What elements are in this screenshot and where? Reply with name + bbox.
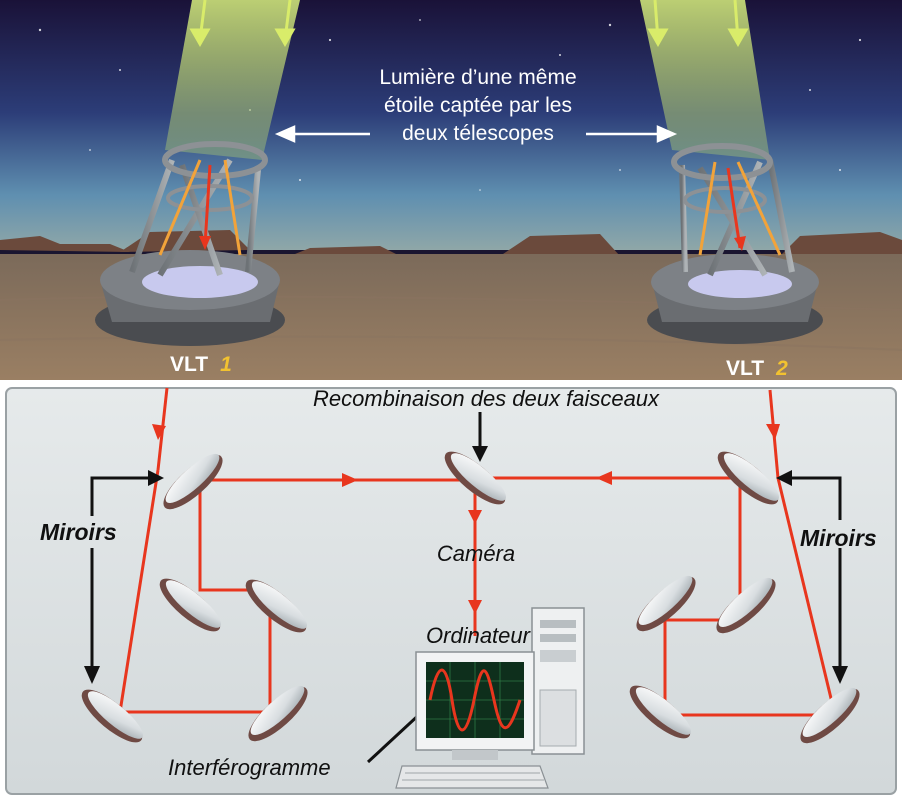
sky-caption-line-3: deux télescopes: [402, 122, 554, 145]
mirror-right-5: [800, 687, 860, 744]
arrow-mirrors-left-down-icon: [84, 666, 100, 684]
vlt2-name: VLT: [726, 357, 764, 380]
telescope-vlt1: [95, 141, 285, 346]
double-arrow-icon: [274, 125, 678, 143]
mirrors: [81, 451, 860, 744]
lab-panel: Recombinaison des deux faisceaux Miroirs…: [0, 380, 902, 800]
stars: [38, 19, 862, 191]
mirrors-left-label: Miroirs: [40, 519, 117, 545]
vlt2-number: 2: [775, 357, 788, 380]
computer-label: Ordinateur: [426, 623, 532, 648]
mirror-combiner: [444, 451, 507, 505]
arrow-left-icon: [596, 471, 612, 485]
sky-caption-line-1: Lumière d’une même: [379, 66, 576, 89]
mirror-left-1: [163, 453, 223, 510]
computer: [395, 607, 585, 789]
telescope-vlt2: [647, 143, 823, 344]
mirrors-right-label: Miroirs: [800, 525, 877, 551]
arrow-mirrors-left-icon: [148, 470, 164, 486]
interferogram-trace: [428, 668, 522, 732]
interferogram-label: Interférogramme: [168, 755, 331, 780]
arrow-down-computer-icon: [468, 600, 482, 614]
camera-label: Caméra: [437, 541, 515, 566]
sky-caption-line-2: étoile captée par les: [384, 94, 572, 117]
recombination-label: Recombinaison des deux faisceaux: [313, 386, 660, 411]
mirror-right-3: [716, 577, 776, 634]
sky-scene: Lumière d’une même étoile captée par les…: [0, 0, 902, 380]
mirror-left-2: [159, 578, 222, 632]
arrow-mirrors-right-down-icon: [832, 666, 848, 684]
arrow-down-camera-icon: [468, 510, 482, 524]
sky-caption: Lumière d’une même étoile captée par les…: [274, 66, 678, 145]
tower: [531, 607, 585, 755]
mirror-left-5: [248, 685, 308, 742]
pointer-arrows: [90, 412, 842, 764]
vlt2-label: VLT 2: [726, 357, 788, 380]
vlt1-label: VLT 1: [170, 353, 232, 376]
monitor: [415, 651, 535, 760]
vlt1-number: 1: [220, 353, 232, 376]
vlt1-name: VLT: [170, 353, 208, 376]
mirror-left-3: [245, 579, 308, 633]
arrow-recombination-icon: [472, 446, 488, 462]
mirror-right-2: [636, 575, 696, 632]
keyboard: [395, 765, 549, 789]
arrow-down-right-icon: [766, 424, 780, 440]
beam-left-loop: [118, 469, 272, 714]
starlight-beams: [165, 0, 770, 160]
mirror-right-1: [717, 451, 780, 505]
arrow-right-icon: [342, 473, 358, 487]
beam-arrows: [152, 424, 780, 614]
arrow-mirrors-right-icon: [776, 470, 792, 486]
arrow-down-left-icon: [152, 424, 166, 440]
mirror-right-4: [629, 685, 692, 739]
mesas: [0, 230, 902, 256]
mirror-left-4: [81, 689, 144, 743]
